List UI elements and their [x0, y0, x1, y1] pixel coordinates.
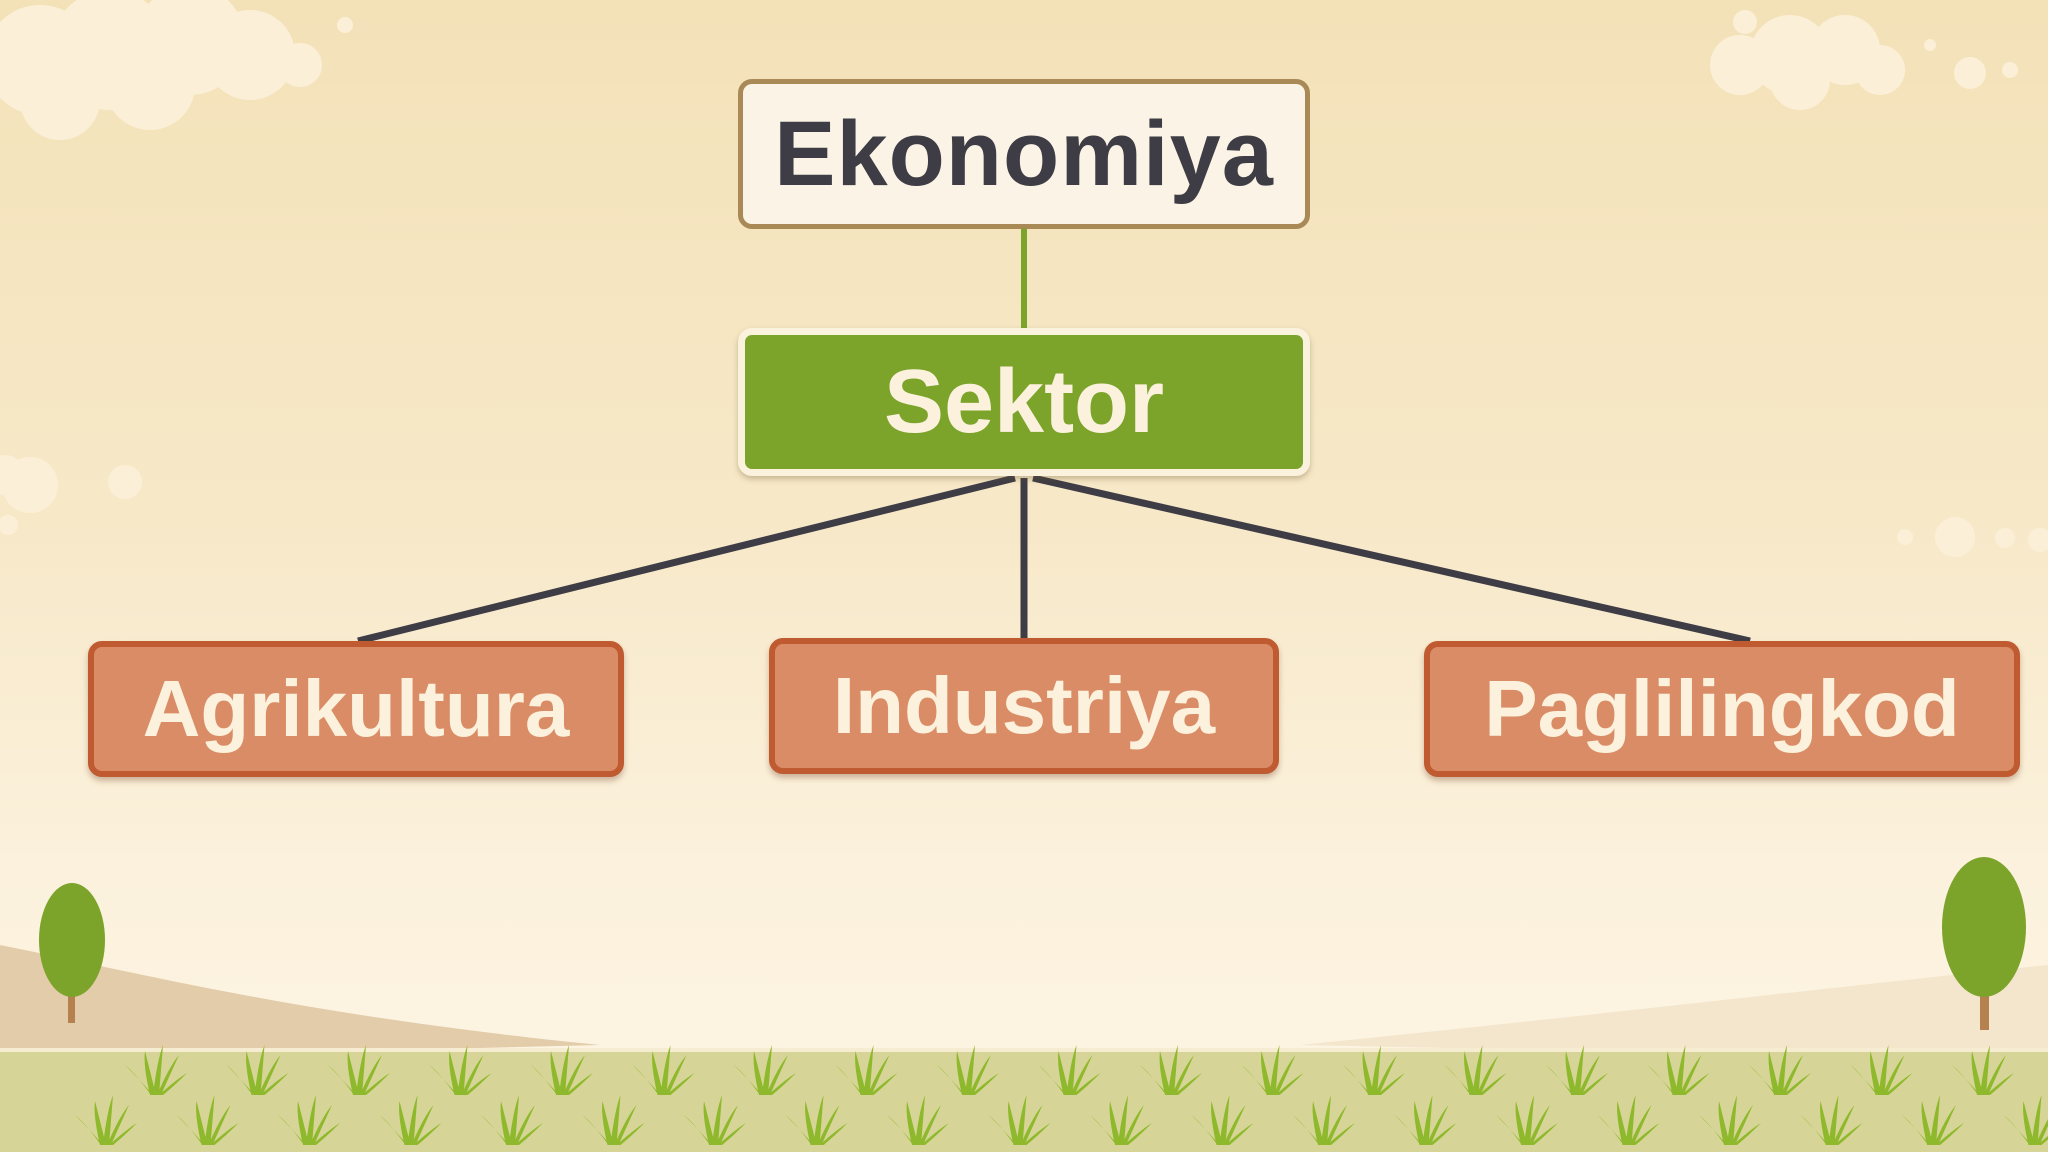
node-services: Paglilingkod: [1424, 641, 2020, 777]
grass-tuft: [481, 1095, 543, 1145]
grass-tuft: [226, 1045, 289, 1095]
cloud-top-left: [0, 0, 353, 140]
node-industry: Industriya: [769, 638, 1279, 774]
grass-tuft: [1140, 1045, 1202, 1095]
hill-left: [0, 945, 600, 1060]
cloud-mid-left: [0, 455, 142, 535]
grass-tuft: [1038, 1045, 1101, 1095]
node-industry-label: Industriya: [832, 661, 1216, 750]
node-sector-label: Sektor: [883, 351, 1165, 452]
grass-tuft: [429, 1045, 492, 1095]
grass-tuft: [1850, 1045, 1913, 1095]
tree-left: [39, 883, 105, 1023]
grass-tuft: [734, 1045, 796, 1095]
grass-tuft: [176, 1095, 239, 1145]
grass-tuft: [887, 1095, 949, 1145]
tree-right: [1942, 857, 2026, 1030]
grass-tuft: [1444, 1045, 1507, 1095]
cloud-top-right: [1710, 10, 2018, 110]
grass-tuft: [2003, 1095, 2048, 1145]
grass-tuft: [1699, 1095, 1761, 1145]
grass-tuft: [1647, 1045, 1710, 1095]
node-agriculture: Agrikultura: [88, 641, 624, 777]
hill-right: [1300, 965, 2048, 1060]
grass-tuft: [1241, 1045, 1304, 1095]
grass-tuft: [1343, 1045, 1405, 1095]
grass-tuft: [125, 1045, 187, 1095]
grass-tuft: [1496, 1095, 1558, 1145]
grass-field: [75, 1045, 2048, 1145]
grass-tuft: [632, 1045, 695, 1095]
grass-tuft: [1952, 1045, 2014, 1095]
grass-tuft: [785, 1095, 848, 1145]
grass-tuft: [379, 1095, 442, 1145]
grass-tuft: [988, 1095, 1051, 1145]
grass-tuft: [684, 1095, 746, 1145]
node-economy: Ekonomiya: [738, 79, 1310, 229]
grass-tuft: [278, 1095, 340, 1145]
grass-tuft: [1293, 1095, 1355, 1145]
grass-tuft: [1394, 1095, 1457, 1145]
grass-tuft: [1902, 1095, 1964, 1145]
connector-sector-children: [357, 474, 1751, 645]
grass-tuft: [1546, 1045, 1608, 1095]
node-sector: Sektor: [738, 328, 1310, 476]
grass-strip: [0, 1050, 2048, 1152]
node-agriculture-label: Agrikultura: [142, 664, 570, 753]
grass-tuft: [1800, 1095, 1863, 1145]
grass-tuft: [582, 1095, 645, 1145]
grass-tuft: [835, 1045, 898, 1095]
grass-tuft: [328, 1045, 390, 1095]
node-services-label: Paglilingkod: [1484, 664, 1960, 753]
grass-tuft: [1597, 1095, 1660, 1145]
grass-tuft: [531, 1045, 593, 1095]
cloud-mid-right: [1897, 517, 2048, 557]
grass-tuft: [1191, 1095, 1254, 1145]
node-economy-label: Ekonomiya: [774, 102, 1274, 205]
grass-tuft: [937, 1045, 999, 1095]
grass-tuft: [1090, 1095, 1152, 1145]
grass-tuft: [75, 1095, 137, 1145]
grass-tuft: [1749, 1045, 1811, 1095]
